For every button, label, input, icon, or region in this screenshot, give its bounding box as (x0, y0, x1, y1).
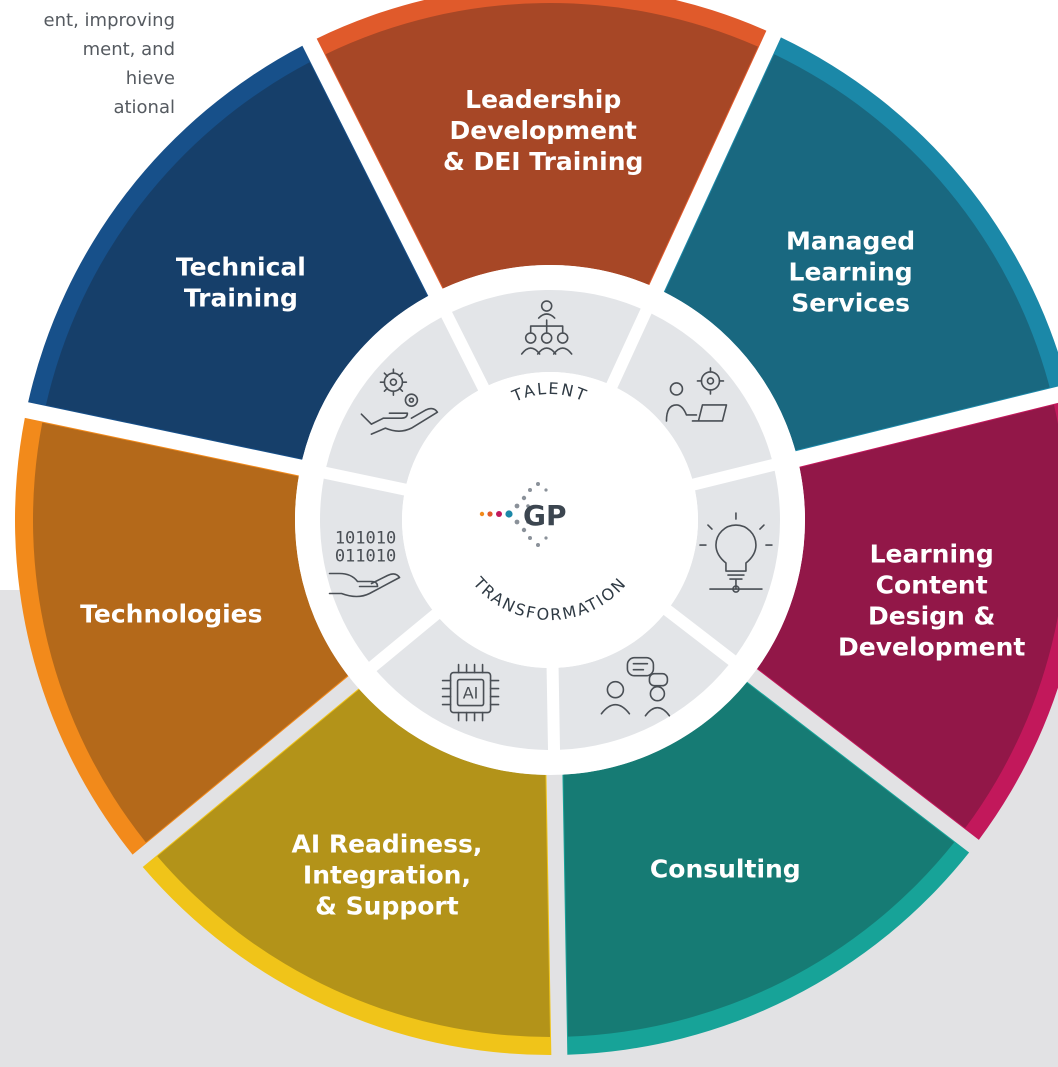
hub-tile-technical (326, 317, 479, 484)
segment-label-line: Technical (176, 253, 306, 282)
team-hierarchy-icon (520, 300, 573, 355)
segment-rim-content (756, 402, 1058, 840)
segment-label-ai: AI Readiness,Integration,& Support (291, 829, 482, 920)
gp-logo: GP (479, 482, 567, 547)
segment-body-ai (157, 689, 551, 1037)
segment-body-consulting (563, 682, 955, 1037)
segment-label-line: Managed (786, 227, 915, 256)
segment-layer (14, 0, 1058, 1055)
segment-body-technical (45, 62, 428, 459)
binary-glyph: 011010 (335, 547, 396, 567)
segment-rim-consulting (562, 681, 970, 1055)
people-chat-icon (600, 656, 671, 717)
person-laptop-gear-icon (665, 367, 728, 422)
segment-body-leadership (325, 2, 758, 289)
hub-layer (320, 290, 780, 750)
segment-label-line: Content (876, 571, 988, 600)
segment-label-line: Technologies (80, 599, 262, 628)
intro-line: ational (113, 97, 175, 118)
segment-body-managed (664, 54, 1050, 451)
ai-chip-icon: AI (441, 663, 500, 722)
segment-label-line: Learning (789, 258, 913, 287)
segment-rim-ai (142, 688, 552, 1055)
hub-tile-ai (376, 618, 549, 750)
binary-glyph: 101010 (335, 529, 396, 549)
segment-label-line: Consulting (650, 854, 801, 883)
segment-body-content (757, 404, 1058, 829)
segment-label-line: AI Readiness, (291, 829, 482, 858)
segment-label-line: & DEI Training (443, 147, 643, 176)
segment-label-line: & Support (315, 891, 459, 920)
segment-label-line: Leadership (465, 85, 621, 114)
segment-label-line: Training (184, 284, 298, 313)
gears-hand-icon (360, 368, 439, 435)
segment-label-line: Development (838, 633, 1025, 662)
segment-rim-managed (663, 37, 1058, 452)
segment-label-consulting: Consulting (650, 854, 801, 883)
hub-tile-technologies (320, 478, 433, 662)
segment-rim-leadership (316, 0, 767, 289)
logo-dots (479, 482, 548, 547)
hub-tile-leadership (451, 290, 641, 386)
segment-body-technologies (33, 422, 348, 843)
intro-line: ment, and (82, 39, 175, 60)
intro-text: ent, improving ment, and hieve ational (0, 6, 175, 122)
segment-label-line: Design & (868, 602, 995, 631)
intro-line: ent, improving (43, 10, 175, 31)
segment-label-line: Development (450, 116, 637, 145)
hub-center (402, 372, 698, 668)
logo-text: GP (523, 499, 567, 532)
hub-tile-managed (617, 313, 772, 479)
intro-line: hieve (125, 68, 175, 89)
segment-label-line: Learning (870, 540, 994, 569)
ai-chip-glyph: AI (463, 684, 479, 703)
hub-tile-consulting (558, 614, 729, 750)
segment-rim-technologies (14, 417, 349, 855)
lightbulb-icon (699, 512, 773, 593)
segment-label-line: Services (791, 289, 910, 318)
segment-rim-technical (28, 45, 429, 460)
segment-label-technologies: Technologies (80, 599, 262, 628)
segment-label-line: Integration, (303, 860, 471, 889)
